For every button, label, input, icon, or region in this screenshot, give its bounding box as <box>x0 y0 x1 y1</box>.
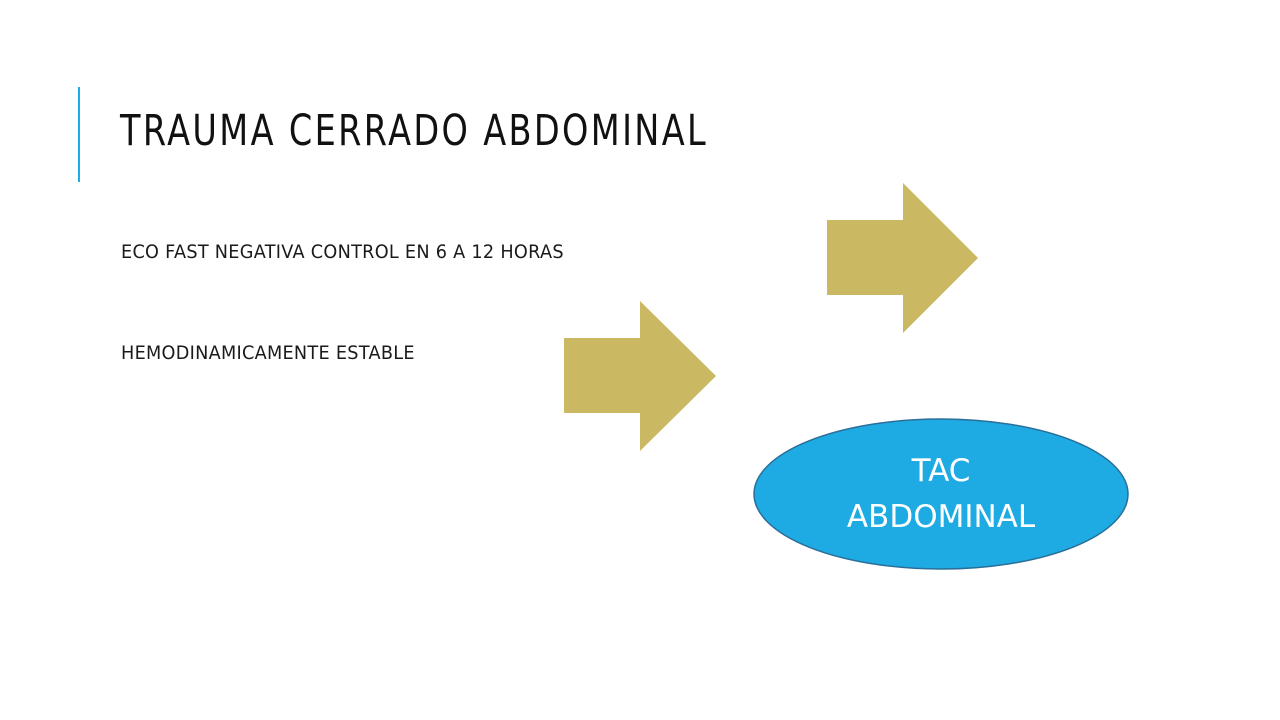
upper-arrow-shape <box>827 183 978 333</box>
title-accent-bar <box>78 87 80 182</box>
lower-right-arrow-icon[interactable] <box>564 301 716 451</box>
lower-arrow-shape <box>564 301 716 451</box>
result-line-1: TAC <box>911 453 971 489</box>
tac-abdominal-ellipse[interactable] <box>753 418 1129 570</box>
tac-abdominal-label: TAC ABDOMINAL <box>756 420 1126 568</box>
bullet-eco-fast: ECO FAST NEGATIVA CONTROL EN 6 A 12 HORA… <box>121 241 564 263</box>
upper-right-arrow-icon[interactable] <box>827 183 978 333</box>
bullet-hemodinamica: HEMODINAMICAMENTE ESTABLE <box>121 342 415 364</box>
result-line-2: ABDOMINAL <box>846 499 1036 535</box>
slide-title: TRAUMA CERRADO ABDOMINAL <box>120 106 709 156</box>
